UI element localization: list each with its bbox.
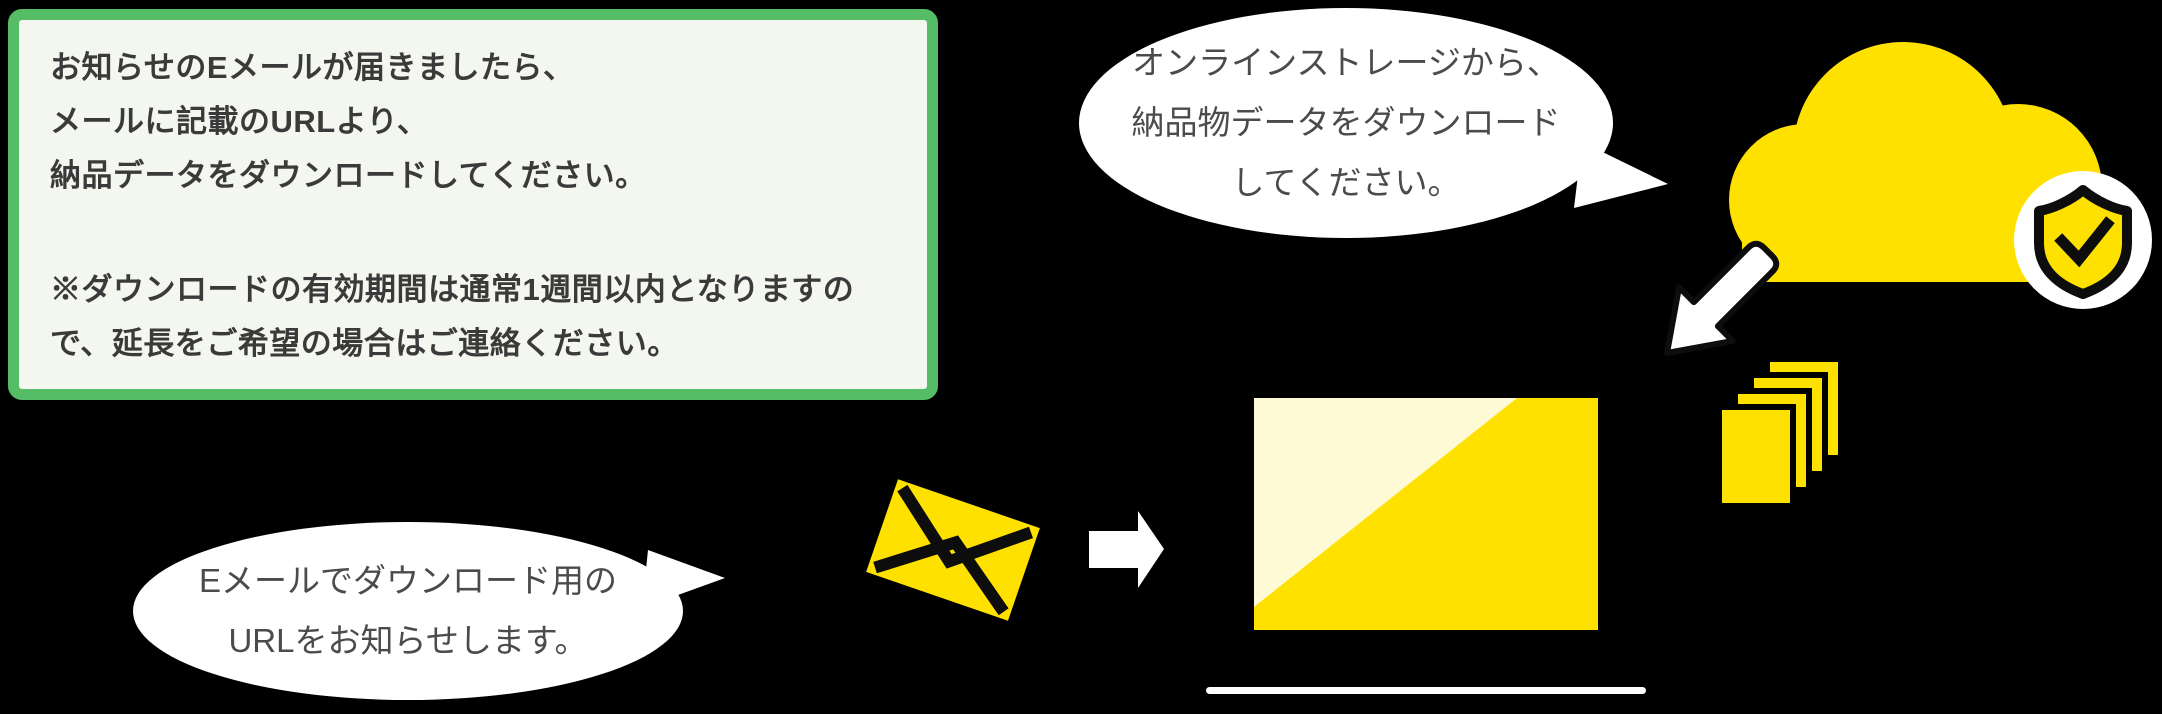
email-bubble-line: Eメールでダウンロード用の [198, 562, 617, 599]
info-box-line: メールに記載のURLより、 [50, 104, 429, 139]
info-box-line: お知らせのEメールが届きましたら、 [50, 50, 575, 85]
info-box-note-line: で、延長をご希望の場合はご連絡ください。 [50, 326, 679, 361]
info-box-line: 納品データをダウンロードしてください。 [50, 158, 647, 193]
laptop-screen-glare [1254, 398, 1517, 607]
email-speech-bubble: Eメールでダウンロード用の URLをお知らせします。 [133, 522, 683, 700]
info-box-paragraph: お知らせのEメールが届きましたら、 メールに記載のURLより、 納品データをダウ… [50, 41, 899, 203]
laptop-icon [1206, 398, 1646, 694]
cloud-speech-bubble: オンラインストレージから、 納品物データをダウンロード してください。 [1079, 8, 1613, 238]
arrow-down-left-icon [1664, 240, 1780, 356]
envelope-icon [866, 479, 1040, 621]
documents-stack-icon [1716, 362, 1838, 509]
cloud-bubble-line: してください。 [1231, 164, 1461, 201]
cloud-bubble-line: 納品物データをダウンロード [1131, 104, 1561, 141]
info-box-note-line: ※ダウンロードの有効期間は通常1週間以内となりますの [50, 272, 855, 307]
shield-check-icon [2014, 171, 2152, 309]
info-box: お知らせのEメールが届きましたら、 メールに記載のURLより、 納品データをダウ… [8, 9, 938, 400]
email-bubble-line: URLをお知らせします。 [228, 622, 588, 659]
cloud-bubble-line: オンラインストレージから、 [1132, 44, 1560, 81]
cloud-icon [1729, 42, 2102, 282]
laptop-base [1206, 687, 1646, 694]
arrow-right-icon [1089, 511, 1164, 588]
info-box-note: ※ダウンロードの有効期間は通常1週間以内となりますの で、延長をご希望の場合はご… [50, 263, 899, 371]
